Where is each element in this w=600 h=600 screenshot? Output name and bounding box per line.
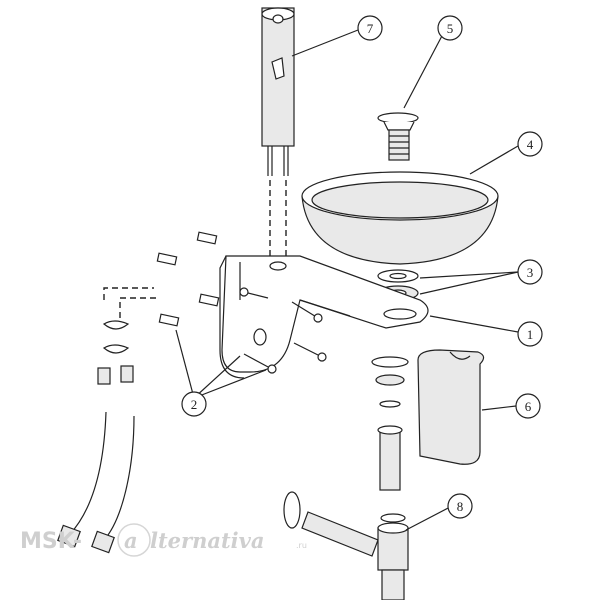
svg-text:5: 5 bbox=[447, 21, 454, 36]
svg-text:MSK-: MSK- bbox=[20, 529, 82, 554]
part-basin bbox=[301, 171, 499, 265]
anchor-1 bbox=[196, 231, 218, 245]
part-drain-plug bbox=[377, 112, 419, 161]
part-bolts bbox=[156, 231, 327, 374]
callout-2: 2 bbox=[181, 391, 207, 417]
part-siphon bbox=[283, 491, 409, 600]
anchor-4 bbox=[158, 313, 180, 327]
svg-text:6: 6 bbox=[525, 399, 532, 414]
part-pipe-cover bbox=[417, 349, 485, 465]
bolt-1 bbox=[239, 287, 269, 299]
svg-text:2: 2 bbox=[191, 397, 198, 412]
svg-text:1: 1 bbox=[527, 327, 534, 342]
anchor-3 bbox=[198, 293, 220, 307]
svg-text:.ru: .ru bbox=[296, 541, 307, 550]
svg-text:3: 3 bbox=[527, 265, 534, 280]
callout-4: 4 bbox=[517, 131, 543, 157]
anchor-2 bbox=[156, 252, 178, 266]
bolt-3 bbox=[293, 342, 327, 362]
watermark: MSK- a lternativa .ru bbox=[20, 523, 307, 557]
callout-5: 5 bbox=[437, 15, 463, 41]
part-hose-clips bbox=[97, 287, 160, 385]
callout-7: 7 bbox=[357, 15, 383, 41]
svg-text:7: 7 bbox=[367, 21, 374, 36]
svg-text:8: 8 bbox=[457, 499, 464, 514]
svg-text:4: 4 bbox=[527, 137, 534, 152]
bolt-4 bbox=[243, 353, 277, 374]
part-drain-assembly bbox=[371, 356, 409, 491]
svg-text:a: a bbox=[124, 528, 138, 553]
svg-text:lternativa: lternativa bbox=[150, 528, 264, 553]
callout-1: 1 bbox=[517, 321, 543, 347]
part-bracket bbox=[219, 255, 429, 379]
callout-leaders bbox=[175, 29, 519, 531]
callout-8: 8 bbox=[447, 493, 473, 519]
bolt-2 bbox=[291, 301, 323, 323]
part-flex-hoses bbox=[57, 411, 135, 554]
part-faucet bbox=[261, 7, 295, 262]
callout-6: 6 bbox=[515, 393, 541, 419]
callout-3: 3 bbox=[517, 259, 543, 285]
